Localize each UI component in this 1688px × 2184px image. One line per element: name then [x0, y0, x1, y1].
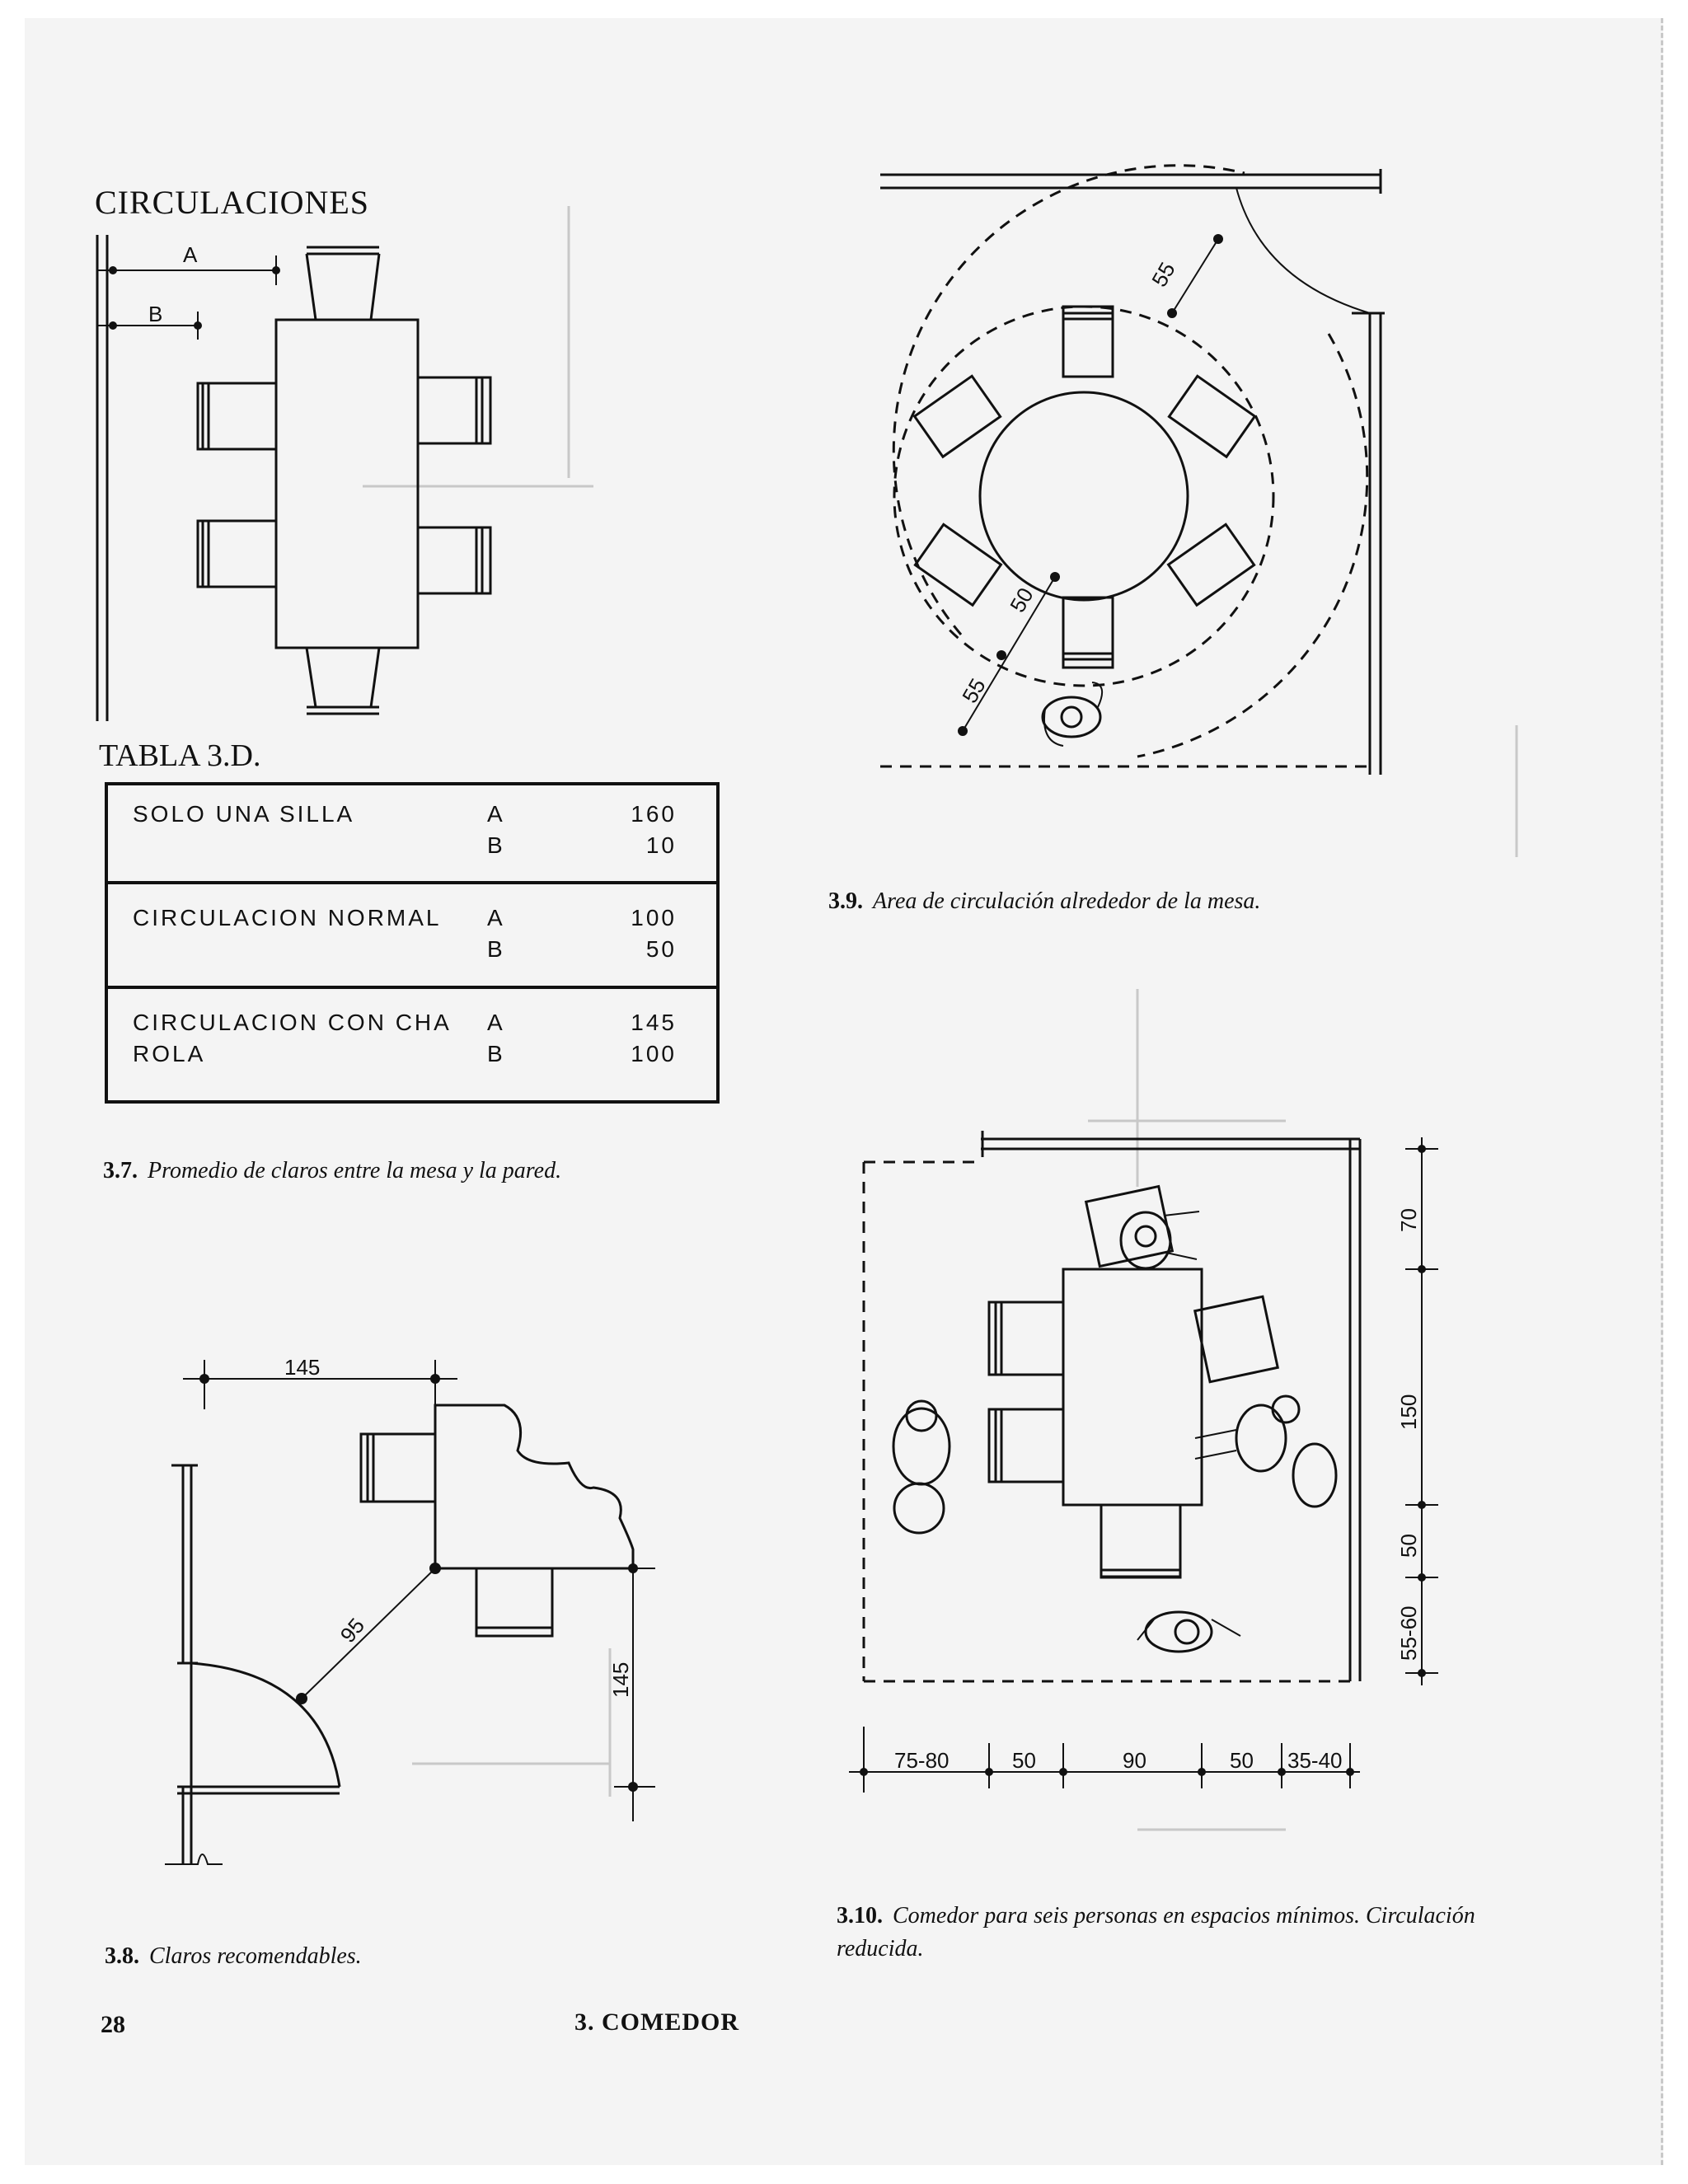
fig310-dim-h2: 50 [1012, 1748, 1036, 1773]
bleed-through-ghosts [363, 206, 1518, 1831]
caption-number: 3.7. [103, 1158, 138, 1183]
caption-fig-3-10: 3.10.Comedor para seis personas en espac… [837, 1900, 1496, 1966]
fig310-dim-h4: 50 [1230, 1748, 1254, 1773]
fig37-label-b: B [148, 302, 162, 326]
caption-text: Promedio de claros entre la mesa y la pa… [148, 1158, 562, 1183]
table-row: CIRCULACION CON CHA ROLA A B 145 100 [108, 989, 716, 1097]
fig38-dim-top: 145 [284, 1355, 320, 1380]
row-values: 160 10 [631, 801, 677, 858]
fig310-dim-v1: 70 [1396, 1208, 1421, 1232]
caption-fig-3-9: 3.9. Area de circulación alrededor de la … [828, 888, 1260, 915]
caption-text: Comedor para seis personas en espacios m… [837, 1903, 1475, 1961]
row-keys: A B [487, 801, 505, 858]
fig310-dim-v4: 55-60 [1396, 1606, 1421, 1661]
caption-fig-3-8: 3.8. Claros recomendables. [105, 1943, 362, 1970]
fig310-dim-h5: 35-40 [1287, 1748, 1343, 1773]
row-label: SOLO UNA SILLA [133, 801, 355, 827]
caption-text: Area de circulación alrededor de la mesa… [873, 888, 1261, 914]
caption-text: Claros recomendables. [149, 1943, 362, 1969]
figure-3-8-plan [165, 1360, 655, 1865]
row-values: 145 100 [631, 1010, 677, 1066]
table-row: SOLO UNA SILLA A B 160 10 [108, 785, 716, 884]
caption-fig-3-7: 3.7. Promedio de claros entre la mesa y l… [103, 1158, 561, 1184]
figure-3-7-plan [96, 235, 492, 721]
fig310-dim-v2: 150 [1396, 1394, 1421, 1430]
row-label: CIRCULACION NORMAL [133, 905, 442, 930]
table-title: TABLA 3.D. [99, 738, 261, 773]
fig39-dim-inner: 55 [957, 674, 990, 707]
figure-3-9-plan [880, 164, 1385, 775]
row-keys: A B [487, 1010, 505, 1066]
chapter-footer: 3. COMEDOR [574, 2008, 739, 2036]
row-keys: A B [487, 905, 505, 962]
fig310-dim-h3: 90 [1123, 1748, 1146, 1773]
clearance-table: SOLO UNA SILLA A B 160 10 CIRCULACION NO… [105, 782, 720, 1104]
fig310-dim-v3: 50 [1396, 1534, 1421, 1558]
fig38-dim-diagonal: 95 [335, 1613, 370, 1647]
caption-number: 3.8. [105, 1943, 139, 1969]
caption-number: 3.9. [828, 888, 863, 914]
fig37-label-a: A [183, 242, 198, 267]
row-label: CIRCULACION CON CHA ROLA [133, 1010, 452, 1066]
page-number: 28 [101, 2011, 125, 2038]
row-values: 100 50 [631, 905, 677, 962]
fig310-dim-h1: 75-80 [894, 1748, 950, 1773]
caption-number: 3.10. [837, 1903, 883, 1929]
figure-3-10-plan [849, 1131, 1438, 1793]
table-row: CIRCULACION NORMAL A B 100 50 [108, 884, 716, 989]
book-page [25, 18, 1663, 2165]
fig39-dim-outer: 55 [1146, 258, 1179, 291]
section-title: CIRCULACIONES [95, 184, 370, 221]
fig39-dim-middle: 50 [1005, 583, 1038, 616]
fig38-dim-right: 145 [608, 1662, 633, 1698]
